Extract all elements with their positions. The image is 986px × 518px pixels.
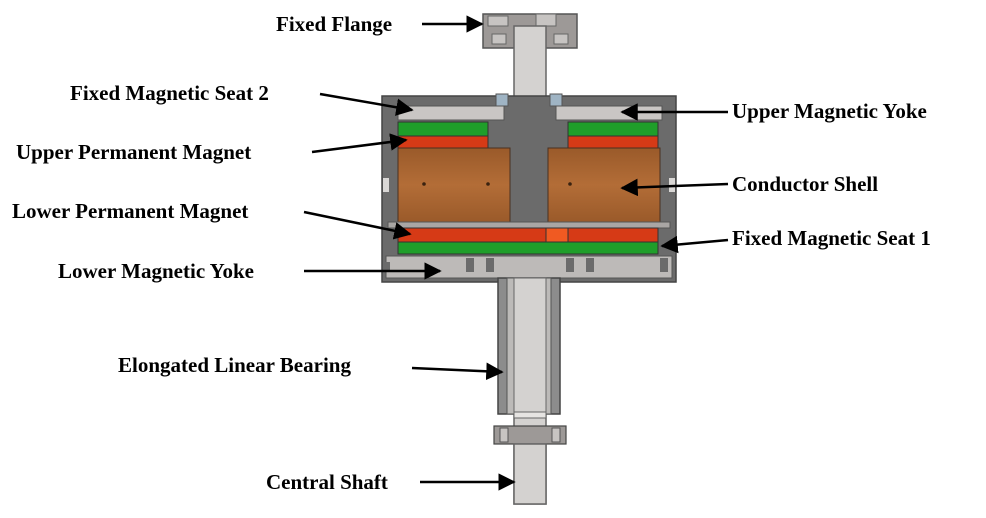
arrow-lower-permanent-magnet [303,210,412,240]
label-lower-permanent-magnet: Lower Permanent Magnet [12,199,248,223]
lower-permanent-magnet [387,221,671,255]
label-lower-magnetic-yoke: Lower Magnetic Yoke [58,259,254,283]
arrow-upper-permanent-magnet [311,133,408,154]
label-fixed-magnetic-seat-1: Fixed Magnetic Seat 1 [732,226,931,250]
label-upper-magnetic-yoke: Upper Magnetic Yoke [732,99,927,123]
arrow-fixed-magnetic-seat-2 [319,92,414,116]
label-fixed-flange: Fixed Flange [276,12,392,36]
elongated-linear-bearing [497,277,561,419]
conductor-shell [397,147,661,223]
label-conductor-shell: Conductor Shell [732,172,878,196]
arrow-fixed-magnetic-seat-1 [660,235,729,254]
shaft-collar [493,425,567,505]
lower-magnetic-yoke [384,255,673,279]
arrow-conductor-shell [620,178,729,197]
upper-permanent-magnet [397,121,659,149]
label-upper-permanent-magnet: Upper Permanent Magnet [16,140,251,164]
arrow-elongated-linear-bearing [411,362,504,381]
label-central-shaft: Central Shaft [266,470,388,494]
label-fixed-magnetic-seat-2: Fixed Magnetic Seat 2 [70,81,269,105]
label-elongated-linear-bearing: Elongated Linear Bearing [118,353,351,377]
